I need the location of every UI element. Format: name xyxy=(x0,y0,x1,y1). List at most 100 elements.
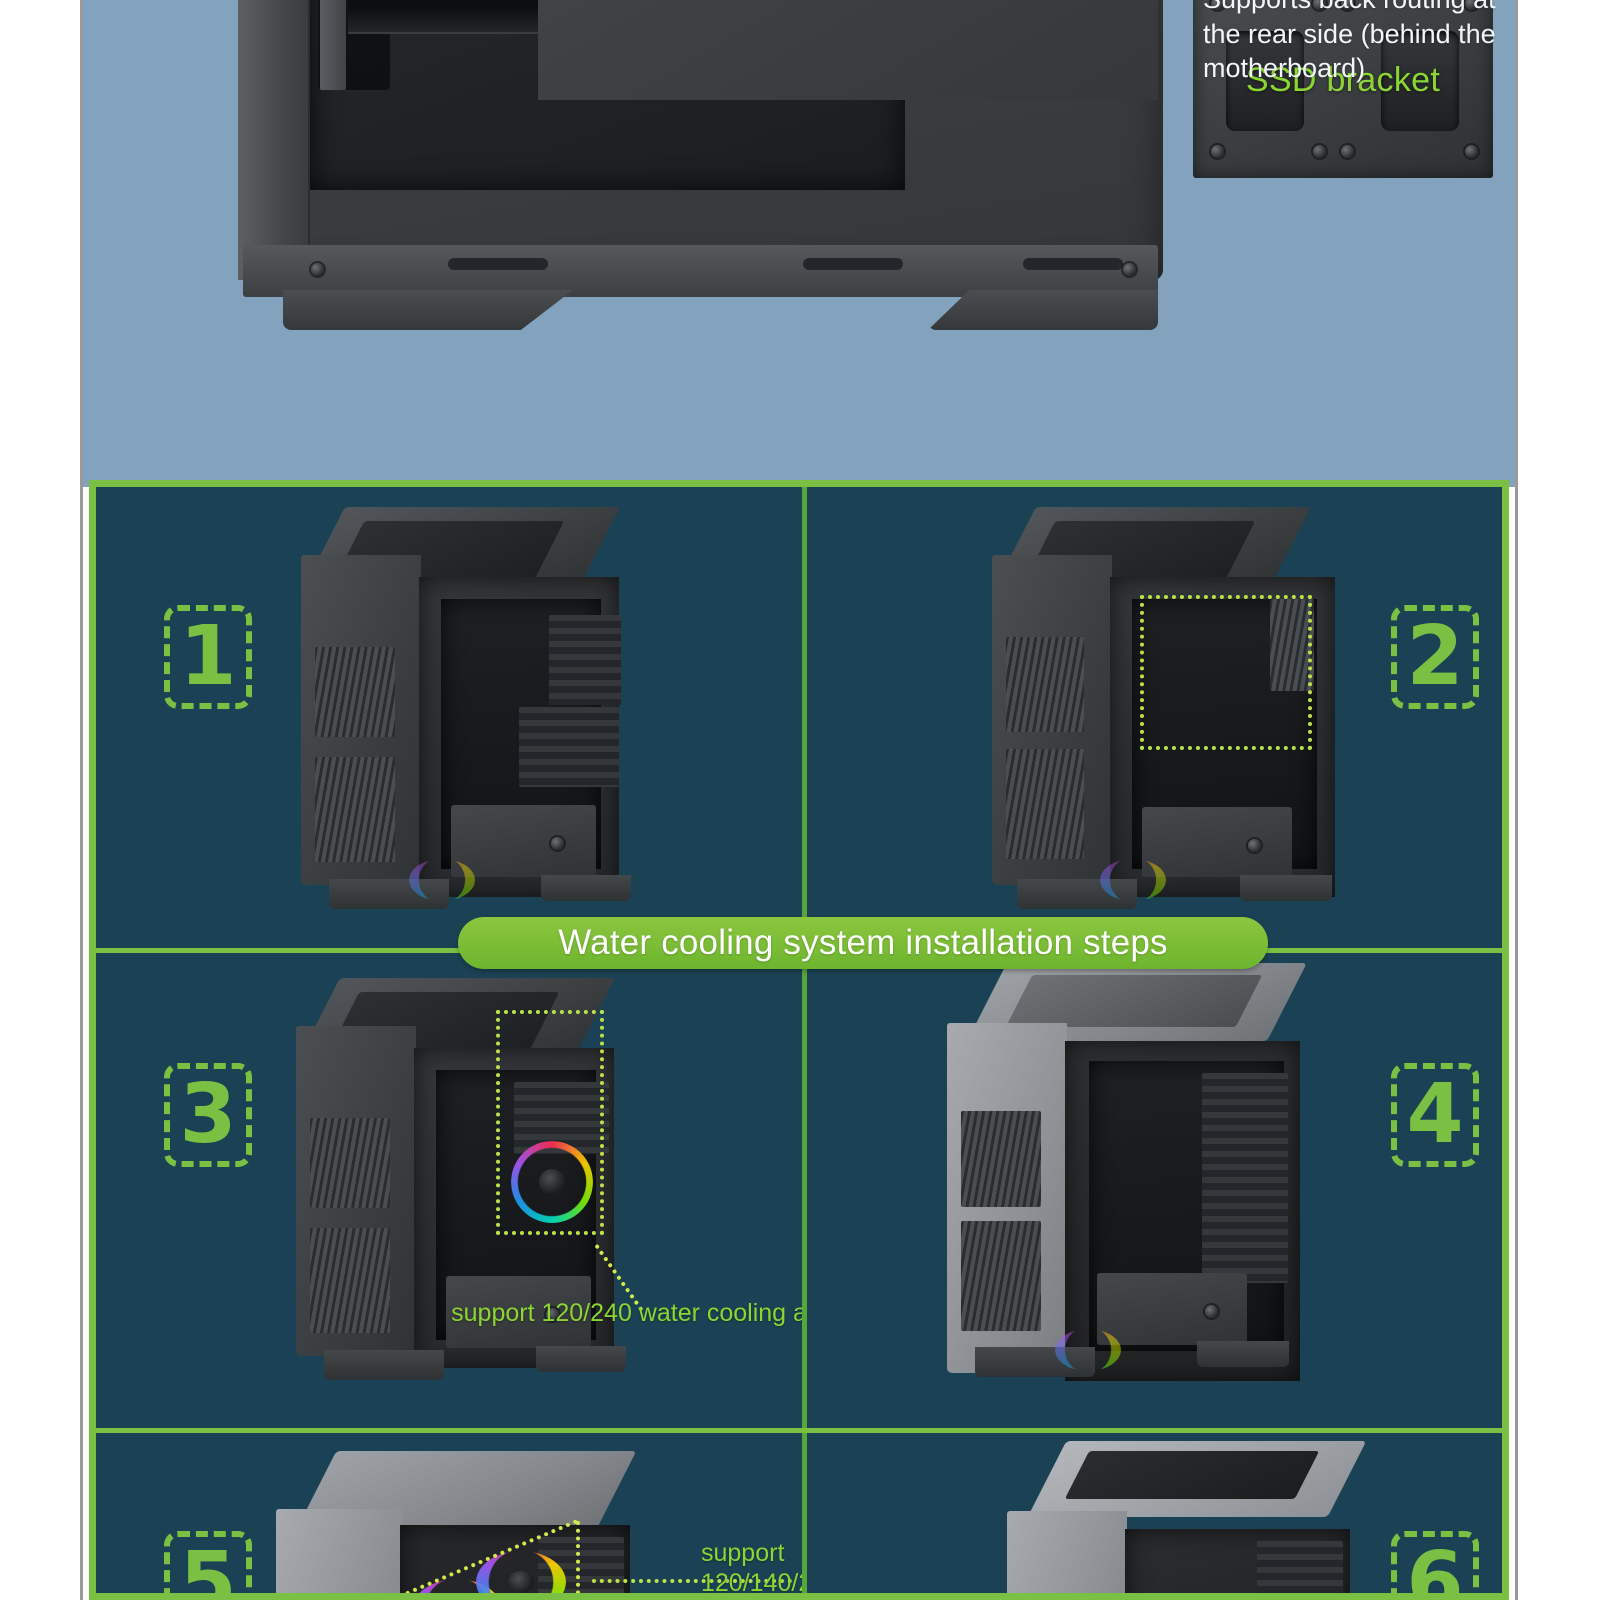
case-illustration-step-5 xyxy=(276,1451,792,1593)
step-number-label: 4 xyxy=(1406,1067,1464,1162)
step-cell-2: 2 xyxy=(807,487,1502,948)
screw-icon xyxy=(311,263,324,276)
step-number-label: 5 xyxy=(179,1535,237,1600)
case-foot xyxy=(1197,1341,1289,1367)
screw-icon xyxy=(1211,0,1224,10)
section-banner: Water cooling system installation steps xyxy=(458,917,1268,969)
rear-vent xyxy=(1270,599,1314,691)
step-number-label: 2 xyxy=(1406,609,1464,704)
case-foot xyxy=(1017,879,1137,909)
step-number-label: 3 xyxy=(179,1067,237,1162)
screw-icon xyxy=(1313,0,1326,10)
thumbscrew-icon xyxy=(1205,1305,1218,1318)
front-vent xyxy=(310,1118,390,1208)
fan-hub xyxy=(508,1571,534,1593)
thumbscrew-icon xyxy=(1248,839,1261,852)
psu-shroud xyxy=(446,1276,591,1348)
psu-shroud xyxy=(451,805,596,877)
callout-leader-line xyxy=(592,1579,792,1583)
step-cell-5: 5 xyxy=(96,1433,802,1600)
psu-shroud xyxy=(1142,807,1292,877)
grid-vertical-divider xyxy=(802,487,807,1593)
thumbscrew-icon xyxy=(546,1308,559,1321)
top-fan-highlight-edge xyxy=(576,1521,580,1593)
case-foot-left xyxy=(283,290,573,330)
grid-horizontal-divider xyxy=(96,1428,1502,1433)
steps-grid: 1 xyxy=(96,487,1502,1593)
case-rear-interior-illustration: SSD bracket xyxy=(238,0,1493,335)
case-foot-right xyxy=(928,290,1158,330)
rgb-fan-icon xyxy=(409,859,475,901)
step-badge-4: 4 xyxy=(1391,1063,1479,1167)
drive-cage xyxy=(1257,1541,1343,1593)
case-front-panel xyxy=(276,1509,402,1593)
step-3-caption: support 120/240 water cooling at front xyxy=(451,1299,802,1327)
front-vent xyxy=(961,1221,1041,1331)
front-vent xyxy=(310,1228,390,1333)
base-slot xyxy=(1023,258,1123,270)
case-illustration-step-4 xyxy=(947,963,1347,1393)
case-left-wall xyxy=(238,0,310,280)
case-illustration-step-1 xyxy=(301,507,641,909)
banner-label: Water cooling system installation steps xyxy=(558,923,1168,962)
step-badge-2: 2 xyxy=(1391,605,1479,709)
psu-shroud xyxy=(1097,1273,1247,1345)
top-bracket-opening xyxy=(1064,1451,1320,1499)
rgb-fan-icon xyxy=(1055,1329,1121,1371)
case-base xyxy=(243,245,1158,297)
ssd-mount-hole xyxy=(1381,31,1459,131)
base-slot xyxy=(803,258,903,270)
step-number-label: 1 xyxy=(179,609,237,704)
case-foot xyxy=(1240,875,1332,901)
front-radiator-highlight-box xyxy=(496,1010,604,1235)
step-number-label: 6 xyxy=(1406,1535,1464,1600)
rear-routing-note: Supports back routing at the rear side (… xyxy=(1203,0,1496,84)
step-cell-4: 4 xyxy=(807,953,1502,1428)
thumbscrew-icon xyxy=(551,837,564,850)
drive-cage xyxy=(549,615,621,705)
rgb-fan-icon xyxy=(1100,859,1166,901)
screw-icon xyxy=(1341,145,1354,158)
step-badge-6: 6 xyxy=(1391,1531,1479,1600)
case-foot xyxy=(541,875,631,901)
drive-cage-rail xyxy=(320,0,346,90)
drive-cage xyxy=(1202,1073,1288,1283)
case-foot xyxy=(329,879,449,909)
front-vent xyxy=(1006,749,1084,859)
front-vent xyxy=(1006,637,1084,732)
case-illustration-step-3 xyxy=(296,978,636,1380)
step-badge-1: 1 xyxy=(164,605,252,709)
rgb-fan-icon xyxy=(1157,1591,1249,1593)
top-panel-rear-routing: SSD bracket xyxy=(83,0,1515,487)
step-badge-3: 3 xyxy=(164,1063,252,1167)
screw-icon xyxy=(1341,0,1354,10)
installation-steps-panel: 1 xyxy=(89,480,1509,1600)
front-vent xyxy=(315,647,395,737)
top-radiator-bay xyxy=(1005,975,1263,1027)
case-illustration-step-6 xyxy=(1007,1441,1407,1593)
case-foot xyxy=(536,1346,626,1372)
content-column: SSD bracket xyxy=(80,0,1518,1600)
motherboard-tray: SSD bracket xyxy=(538,0,1493,178)
fan-hub xyxy=(539,1169,565,1195)
case-foot xyxy=(324,1350,444,1380)
screw-icon xyxy=(1465,145,1478,158)
case-illustration-step-2 xyxy=(992,507,1352,909)
step-5-caption: support 120/140/240/280/360 water xyxy=(701,1539,802,1597)
ssd-bracket-plate: SSD bracket xyxy=(1193,0,1493,178)
screw-icon xyxy=(1465,0,1478,10)
step-badge-5: 5 xyxy=(164,1531,252,1600)
ssd-bracket-label: SSD bracket xyxy=(1245,61,1441,99)
screw-icon xyxy=(1211,145,1224,158)
case-front-panel xyxy=(1007,1511,1127,1593)
step-cell-6: 6 xyxy=(807,1433,1502,1600)
screw-icon xyxy=(1123,263,1136,276)
ssd-mount-hole xyxy=(1226,31,1304,131)
drive-cage xyxy=(519,707,619,787)
front-vent xyxy=(961,1111,1041,1207)
screw-icon xyxy=(1313,145,1326,158)
motherboard-area-highlight-box xyxy=(1140,595,1312,750)
front-vent xyxy=(315,757,395,862)
base-slot xyxy=(448,258,548,270)
